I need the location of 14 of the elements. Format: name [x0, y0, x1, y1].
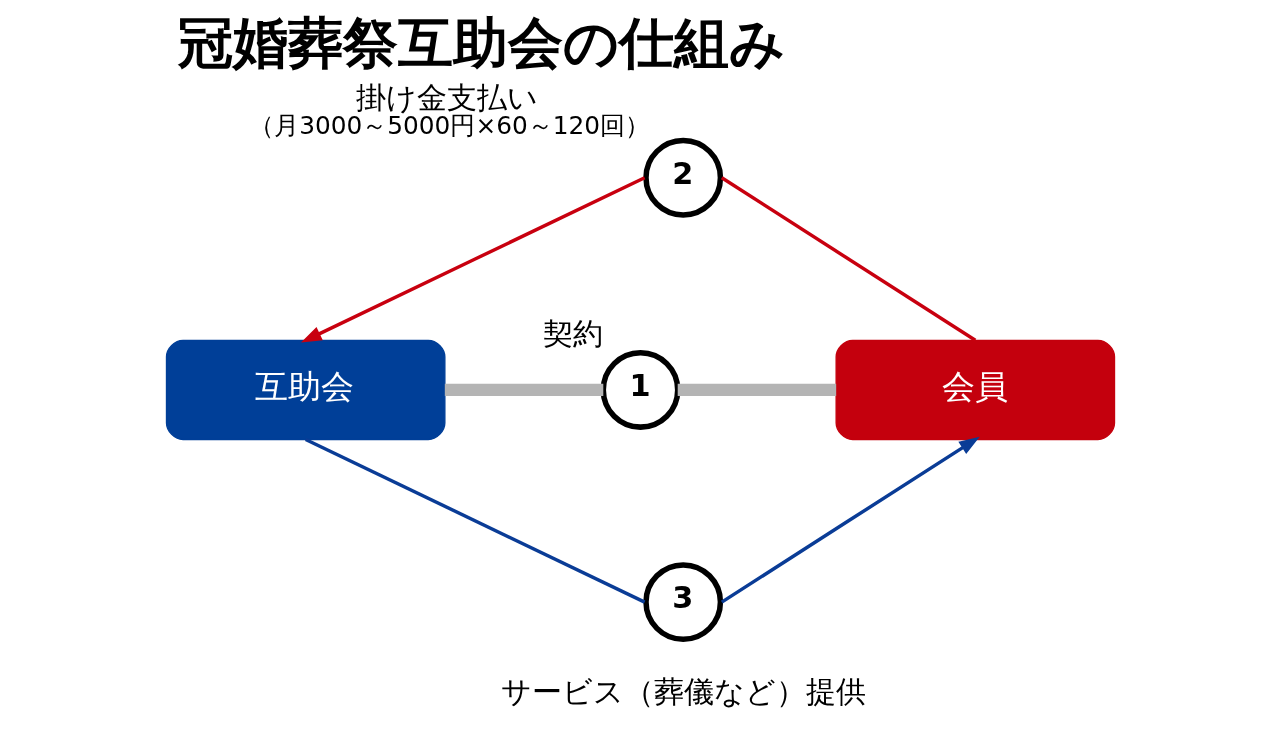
node-circle: 1	[600, 349, 680, 430]
connector	[304, 437, 645, 604]
arrow	[300, 176, 645, 343]
diagram-title: 冠婚葬祭互助会の仕組み	[177, 9, 785, 75]
node-box: 互助会	[165, 339, 446, 441]
connector	[677, 383, 836, 397]
node-label: サービス（葬儀など）提供	[500, 674, 866, 710]
connector	[444, 383, 603, 397]
node-circle: 3	[642, 562, 723, 643]
node-label: 契約	[542, 315, 603, 351]
node-box: 会員	[834, 339, 1115, 441]
arrow	[720, 436, 980, 604]
node-circle: 2	[642, 137, 723, 218]
connector	[720, 176, 976, 342]
